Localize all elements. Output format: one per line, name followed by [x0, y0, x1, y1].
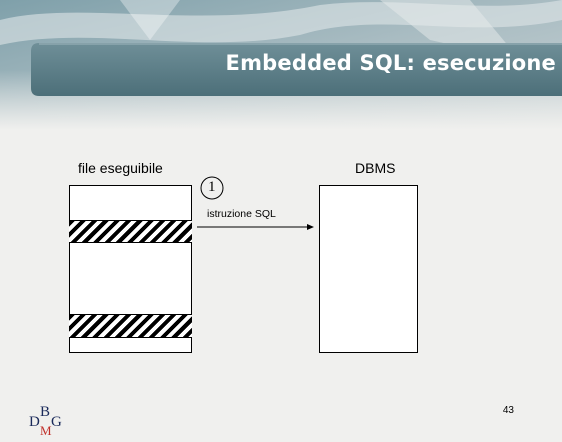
logo-letter-g: G	[51, 414, 62, 430]
logo-letter-d: D	[29, 414, 40, 430]
sql-statement-block-1	[69, 220, 192, 243]
dbms-box	[319, 185, 418, 353]
step-circle	[200, 176, 224, 200]
sql-statement-label: istruzione SQL	[207, 208, 276, 220]
dbms-label: DBMS	[355, 160, 396, 176]
title-bar	[31, 43, 562, 96]
logo-letter-b: B	[40, 404, 51, 420]
slide-title: Embedded SQL: esecuzione	[225, 51, 556, 75]
step-number: 1	[208, 179, 216, 195]
dbmg-logo: D B M G	[29, 396, 79, 440]
logo-letter-m: M	[40, 423, 52, 438]
page-number: 43	[502, 405, 514, 416]
sql-statement-block-2	[69, 314, 192, 338]
executable-file-label: file eseguibile	[78, 160, 163, 176]
sql-arrowhead-icon	[307, 224, 314, 230]
